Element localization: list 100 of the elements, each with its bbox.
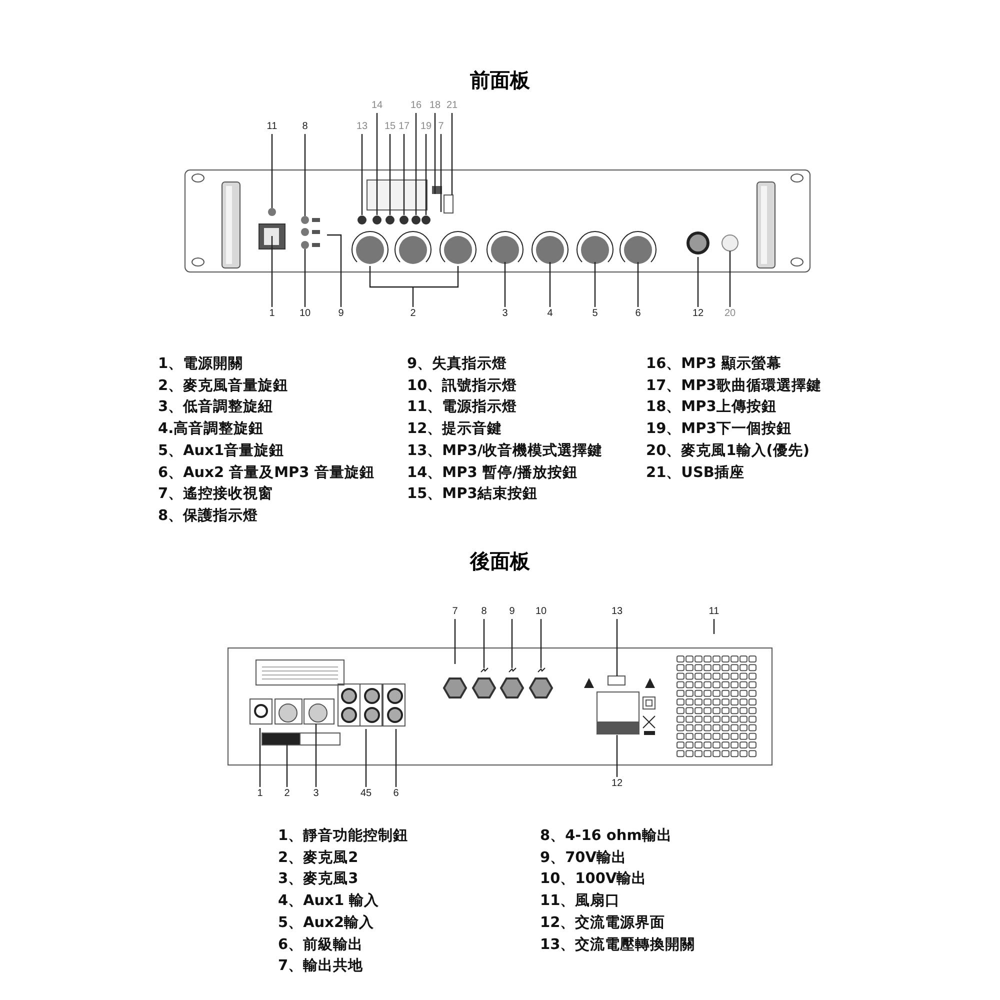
list-item: 14、MP3 暫停/播放按鈕	[407, 464, 578, 482]
list-item: 10、100V輸出	[540, 870, 647, 888]
list-item: 18、MP3上傳按鈕	[646, 398, 776, 416]
leader-line	[271, 134, 273, 208]
callout-number: 8	[481, 606, 487, 618]
leader-line	[454, 619, 456, 664]
callout-number: 2	[284, 788, 290, 800]
callout-number: 12	[692, 308, 704, 320]
callout-number: 13	[356, 121, 368, 133]
list-item: 15、MP3結束按鈕	[407, 485, 538, 504]
list-item: 6、Aux2 音量及MP3 音量旋鈕	[158, 464, 374, 482]
list-item: 12、交流電源界面	[540, 914, 666, 932]
heading: 後面板	[470, 549, 530, 573]
leader-line	[434, 113, 436, 194]
callout-number: 9	[509, 606, 515, 618]
list-item: 9、失真指示燈	[407, 355, 508, 373]
callout-number: 15	[384, 121, 396, 133]
leader-line	[327, 234, 342, 307]
list-item: 2、麥克風2	[278, 848, 358, 867]
list-item: 20、麥克風1輸入(優先)	[646, 442, 810, 460]
leader-line	[729, 251, 731, 307]
callout-number: 19	[420, 121, 432, 133]
leader-line	[483, 619, 485, 668]
callout-number: 11	[708, 606, 720, 618]
leader-line	[504, 262, 506, 307]
leader-line	[697, 257, 699, 307]
list-item: 4.高音調整旋鈕	[158, 420, 264, 438]
callout-number: 7	[438, 121, 444, 133]
leader-line	[271, 236, 273, 307]
callout-number: 17	[398, 121, 410, 133]
list-item: 5、Aux2輸入	[278, 914, 374, 932]
leader-line	[315, 724, 317, 787]
callout-number: 3	[502, 308, 508, 320]
leader-line	[389, 134, 391, 215]
callout-number: 20	[724, 308, 736, 320]
callout-number: 6	[393, 788, 399, 800]
leader-line	[713, 619, 715, 634]
leader-line	[425, 134, 427, 215]
list-item: 10、訊號指示燈	[407, 376, 518, 395]
leader-line	[361, 134, 363, 215]
callout-number: 11	[266, 121, 278, 133]
list-item: 1、電源開關	[158, 355, 244, 373]
leader-line	[259, 728, 261, 787]
leader-line	[451, 113, 453, 195]
callout-number: 21	[446, 100, 458, 112]
list-item: 11、電源指示燈	[407, 398, 518, 416]
callout-number: 10	[535, 606, 547, 618]
list-item: 1、靜音功能控制鈕	[278, 827, 408, 845]
heading: 前面板	[470, 68, 530, 92]
leader-line	[304, 134, 306, 216]
list-item: 13、交流電壓轉換開關	[540, 936, 696, 954]
leader-line	[540, 619, 542, 668]
list-item: 2、麥克風音量旋鈕	[158, 376, 288, 395]
callout-number: 13	[611, 606, 623, 618]
list-item: 6、前級輸出	[278, 936, 364, 954]
list-item: 3、麥克風3	[278, 870, 358, 888]
list-item: 19、MP3下一個按鈕	[646, 420, 792, 438]
list-item: 3、低音調整旋紐	[158, 398, 274, 416]
callout-number: 12	[611, 778, 623, 790]
leader-line	[365, 729, 367, 787]
leader-line	[616, 619, 618, 676]
callout-number: 4	[547, 308, 553, 320]
callout-number: 45	[360, 788, 372, 800]
leader-line	[637, 262, 639, 307]
list-item: 16、MP3 顯示螢幕	[646, 355, 782, 373]
leader-line	[549, 262, 551, 307]
callout-number: 10	[299, 308, 311, 320]
list-item: 9、70V輸出	[540, 848, 626, 867]
list-item: 5、Aux1音量旋鈕	[158, 442, 284, 460]
leader-line	[415, 113, 417, 215]
leader-line	[616, 735, 618, 777]
callout-number: 6	[635, 308, 641, 320]
list-item: 7、輸出共地	[278, 957, 364, 976]
callout-number: 8	[302, 121, 308, 133]
leader-line	[369, 265, 459, 308]
callout-number: 7	[452, 606, 458, 618]
list-item: 17、MP3歌曲循環選擇鍵	[646, 376, 822, 395]
callout-number: 1	[257, 788, 263, 800]
callout-number: 18	[429, 100, 441, 112]
callout-number: 1	[269, 308, 275, 320]
leader-line	[440, 134, 442, 212]
list-item: 7、遙控接收視窗	[158, 485, 274, 504]
callout-number: 3	[313, 788, 319, 800]
callout-number: 9	[338, 308, 344, 320]
list-item: 8、4-16 ohm輸出	[540, 827, 672, 845]
list-item: 11、風扇口	[540, 892, 620, 910]
list-item: 13、MP3/收音機模式選擇鍵	[407, 442, 603, 460]
list-item: 4、Aux1 輸入	[278, 892, 380, 910]
list-item: 21、USB插座	[646, 464, 744, 482]
callout-number: 16	[410, 100, 422, 112]
callout-number: 14	[371, 100, 383, 112]
leader-line	[395, 729, 397, 787]
callout-number: 2	[410, 308, 416, 320]
list-item: 12、提示音鍵	[407, 420, 502, 438]
callout-number: 5	[592, 308, 598, 320]
leader-line	[403, 134, 405, 215]
leader-line	[304, 249, 306, 307]
leader-line	[376, 113, 378, 215]
leader-line	[511, 619, 513, 668]
leader-line	[594, 262, 596, 307]
